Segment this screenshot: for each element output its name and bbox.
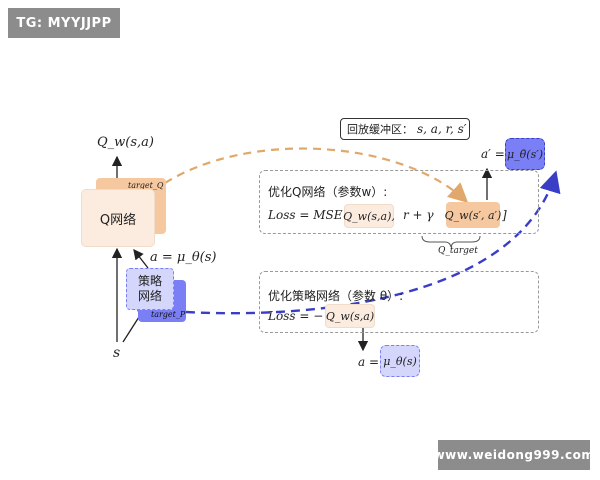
policy-update-panel xyxy=(259,271,539,333)
target-q-dashed-curve xyxy=(164,147,469,203)
target-q-tag: target_Q xyxy=(128,181,164,190)
q-loss-term-text: Q_w(s,a), xyxy=(343,209,395,223)
policy-update-title: 优化策略网络（参数 θ）: xyxy=(268,289,404,303)
state-input-label: s xyxy=(113,345,121,361)
replay-buffer-label: 回放缓冲区： xyxy=(347,123,413,136)
target-mu-value: μ_θ̄(s′) xyxy=(507,147,543,161)
q-loss-term: Q_w(s,a), xyxy=(343,204,395,228)
q-target-brace xyxy=(421,235,481,248)
policy-label-line1: 策略 xyxy=(137,274,162,288)
replay-buffer-box: 回放缓冲区： s, a, r, s′ xyxy=(340,118,470,140)
q-target-prefix: r + γ xyxy=(403,208,434,222)
target-p-dashed-curve xyxy=(185,170,561,315)
policy-to-a-arrow xyxy=(133,248,149,269)
watermark-top: TG: MYYJJPP xyxy=(8,8,120,38)
watermark-bottom: www.weidong999.com xyxy=(434,440,594,470)
q-network-label: Q网络 xyxy=(99,212,137,228)
policy-action-label: a = xyxy=(358,355,380,369)
q-loss-prefix: Loss = MSE [ xyxy=(268,208,351,222)
policy-label-line2: 网络 xyxy=(137,289,162,303)
policy-loss-prefix: Loss = − xyxy=(268,309,324,323)
q-update-panel xyxy=(259,170,539,234)
q-loss-close: ] xyxy=(502,208,507,222)
q-target-term: Q_w(s′, a′) xyxy=(444,202,502,228)
q-update-title: 优化Q网络（参数w）: xyxy=(268,185,388,199)
q-target-term-text: Q_w(s′, a′) xyxy=(444,208,502,222)
a-prime-label: a′ = xyxy=(481,147,505,161)
q-output-label: Q_w(s,a) xyxy=(97,135,154,150)
actor-output-label: a = μ_θ(s) xyxy=(150,250,217,265)
q-target-brace-label: Q_target xyxy=(438,246,478,256)
policy-loss-term-text: Q_w(s,a) xyxy=(325,309,375,323)
replay-buffer-tuple: s, a, r, s′ xyxy=(417,122,467,136)
policy-loss-term: Q_w(s,a) xyxy=(325,304,375,328)
target-p-tag: target_P xyxy=(151,310,186,319)
policy-network-box: 策略 网络 xyxy=(126,268,174,310)
policy-action-box: μ_θ(s) xyxy=(380,345,420,377)
policy-action-value: μ_θ(s) xyxy=(383,354,417,368)
target-mu-box: μ_θ̄(s′) xyxy=(505,138,545,170)
q-network-box: Q网络 xyxy=(82,190,154,246)
